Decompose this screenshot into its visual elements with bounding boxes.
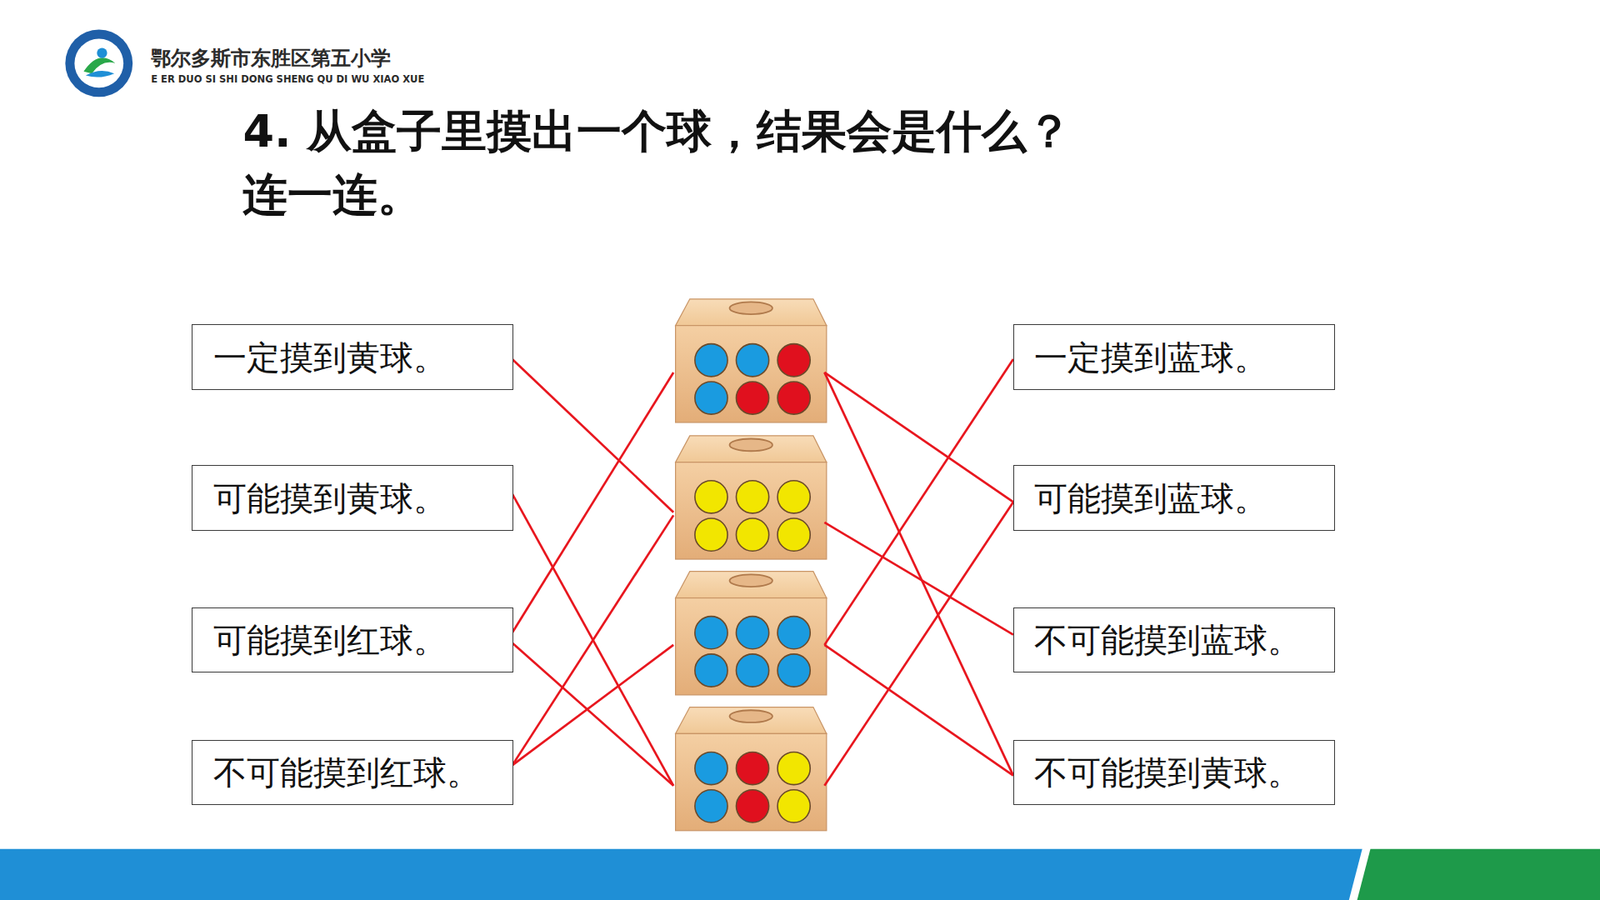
school-logo xyxy=(65,30,133,98)
title: 4. 从盒子里摸出一个球，结果会是什么？ 连一连。 xyxy=(242,100,1243,227)
ball xyxy=(777,381,810,415)
ball xyxy=(695,790,728,823)
answer-text: 可能摸到蓝球。 xyxy=(1034,479,1268,518)
ball xyxy=(735,518,769,551)
ball xyxy=(777,344,810,377)
ball xyxy=(777,654,810,687)
answer-box: 可能摸到红球。 xyxy=(191,607,514,673)
ball xyxy=(695,518,728,551)
answer-box: 不可能摸到黄球。 xyxy=(1013,740,1335,805)
answer-text: 可能摸到黄球。 xyxy=(213,479,447,518)
ball xyxy=(735,751,769,785)
ball xyxy=(735,344,769,377)
ball xyxy=(735,480,769,514)
answer-text: 一定摸到蓝球。 xyxy=(1034,338,1268,377)
school-name: 鄂尔多斯市东胜区第五小学 xyxy=(150,45,391,72)
answer-text: 一定摸到黄球。 xyxy=(213,338,447,377)
answer-text: 不可能摸到红球。 xyxy=(213,753,480,792)
ball xyxy=(695,344,728,377)
footer-bar xyxy=(1357,849,1600,900)
ball-box xyxy=(675,299,827,423)
answer-box: 一定摸到黄球。 xyxy=(191,324,514,390)
ball-box xyxy=(675,435,827,560)
ball xyxy=(695,654,728,687)
ball xyxy=(777,751,810,785)
ball xyxy=(695,381,728,415)
ball xyxy=(695,480,728,514)
ball xyxy=(777,790,810,823)
answer-text: 不可能摸到蓝球。 xyxy=(1034,620,1301,660)
answer-box: 可能摸到蓝球。 xyxy=(1013,465,1335,530)
ball xyxy=(695,751,728,785)
ball xyxy=(735,381,769,415)
ball xyxy=(777,480,810,514)
answer-text: 不可能摸到黄球。 xyxy=(1034,753,1301,792)
ball xyxy=(777,518,810,551)
ball xyxy=(777,616,810,650)
footer-bar xyxy=(0,849,1363,900)
match-lines xyxy=(512,359,1014,786)
ball xyxy=(735,790,769,823)
school-pinyin: E ER DUO SI SHI DONG SHENG QU DI WU XIAO… xyxy=(150,73,425,85)
ball-box xyxy=(675,707,827,831)
answer-text: 可能摸到红球。 xyxy=(213,620,447,660)
ball xyxy=(735,654,769,687)
answer-box: 不可能摸到红球。 xyxy=(191,740,514,805)
answer-box: 不可能摸到蓝球。 xyxy=(1013,607,1335,673)
answer-box: 一定摸到蓝球。 xyxy=(1013,324,1335,390)
ball xyxy=(695,616,728,650)
answer-box: 可能摸到黄球。 xyxy=(191,465,514,530)
ball xyxy=(735,616,769,650)
ball-box xyxy=(675,571,827,695)
